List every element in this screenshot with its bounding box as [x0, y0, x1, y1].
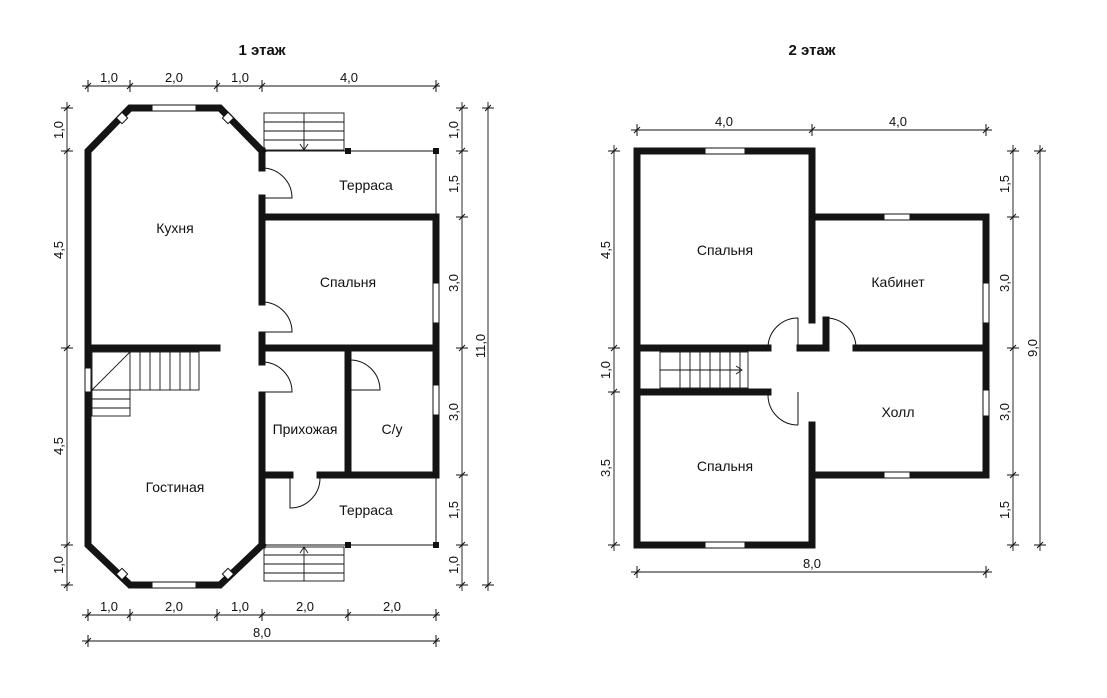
floor2-door: [767, 317, 799, 349]
dim-label: 1,0: [446, 121, 461, 139]
floor1-door: [261, 361, 293, 393]
floor2-door: [825, 317, 857, 349]
dim-label: 4,0: [715, 114, 733, 129]
dim-label: 3,0: [997, 274, 1012, 292]
dim-label: 1,5: [446, 175, 461, 193]
floor1-post: [345, 148, 351, 154]
floor2-window: [883, 213, 911, 221]
floor2-staircase: [659, 351, 749, 389]
floor2-dim-left: 4,5 1,0 3,5: [598, 145, 620, 551]
floor2-door: [767, 392, 799, 426]
dim-label: 2,0: [296, 599, 314, 614]
floor1-title: 1 этаж: [239, 42, 286, 59]
floor1-room-kitchen: Кухня: [156, 220, 193, 236]
floor1-door: [349, 359, 381, 391]
floor2-room-cabinet: Кабинет: [871, 274, 925, 290]
dim-label: 2,0: [383, 599, 401, 614]
floor1-staircase: [91, 351, 200, 417]
dim-label: 2,0: [165, 70, 183, 85]
dim-label: 4,5: [51, 241, 66, 259]
floor2-title: 2 этаж: [789, 42, 836, 59]
dim-label: 11,0: [473, 334, 488, 358]
dim-label: 1,5: [997, 501, 1012, 519]
dim-label: 3,5: [598, 459, 613, 477]
dim-label: 3,0: [997, 403, 1012, 421]
floor2-dim-top: 4,0 4,0: [631, 114, 992, 136]
floor1-room-bedroom: Спальня: [320, 274, 376, 290]
floor1-window: [432, 384, 440, 416]
floor2-window: [883, 471, 911, 479]
floor1-door: [289, 475, 321, 509]
floor2-room-bedroom-top: Спальня: [697, 242, 753, 258]
floor1-post: [345, 542, 351, 548]
floor1-room-terrace-bottom: Терраса: [339, 502, 393, 518]
floor2-window: [704, 541, 746, 549]
floor1-room-wc: С/у: [382, 421, 403, 437]
floor1-room-terrace-top: Терраса: [339, 177, 393, 193]
dim-label: 1,0: [51, 121, 66, 139]
floor2-plan: 2 этаж Спаль: [598, 42, 1046, 578]
floor1-window: [221, 111, 235, 125]
floor1-window: [115, 567, 129, 581]
dim-label: 1,5: [446, 501, 461, 519]
dim-label: 8,0: [253, 625, 271, 640]
dim-label: 8,0: [803, 556, 821, 571]
dim-label: 9,0: [1025, 339, 1040, 357]
dim-label: 2,0: [165, 599, 183, 614]
floor1-dim-right: 1,0 1,5 3,0 3,0 1,5 1,0 11,0: [446, 102, 494, 591]
floor1-post: [433, 148, 439, 154]
floor1-post: [433, 542, 439, 548]
floor1-entry-steps-bottom: [263, 546, 345, 582]
dim-label: 1,5: [997, 175, 1012, 193]
floor1-dim-top: 1,0 2,0 1,0 4,0: [82, 70, 440, 92]
floor1-window: [151, 104, 197, 112]
floor2-dim-right: 1,5 3,0 3,0 1,5 9,0: [997, 145, 1046, 551]
floor1-window: [84, 367, 92, 393]
dim-label: 4,0: [340, 70, 358, 85]
floor2-window: [982, 389, 990, 417]
floor2-window: [704, 147, 746, 155]
floor1-door: [261, 301, 293, 333]
dim-label: 3,0: [446, 274, 461, 292]
dim-label: 1,0: [100, 599, 118, 614]
floor1-door: [261, 167, 293, 199]
floor1-window: [115, 111, 129, 125]
floor1-dim-left: 1,0 4,5 4,5 1,0: [51, 102, 73, 591]
dim-label: 1,0: [100, 70, 118, 85]
floor1-window: [221, 567, 235, 581]
dim-label: 4,5: [51, 437, 66, 455]
dim-label: 1,0: [51, 556, 66, 574]
floor2-room-hall: Холл: [882, 404, 915, 420]
dim-label: 1,0: [231, 70, 249, 85]
floor1-room-living: Гостиная: [146, 479, 205, 495]
dim-label: 1,0: [598, 361, 613, 379]
floor1-plan: 1 этаж: [51, 42, 494, 647]
floor1-room-hall: Прихожая: [273, 421, 338, 437]
dim-label: 4,0: [889, 114, 907, 129]
floor1-window: [151, 581, 197, 589]
dim-label: 3,0: [446, 403, 461, 421]
dim-label: 1,0: [231, 599, 249, 614]
floor1-entry-steps-top: [263, 112, 345, 151]
dim-label: 1,0: [446, 556, 461, 574]
floor2-dim-bottom: 8,0: [631, 556, 992, 578]
floor1-dim-bottom: 1,0 2,0 1,0 2,0 2,0 8,0: [82, 599, 440, 647]
floor2-window: [982, 282, 990, 324]
floor2-room-bedroom-bottom: Спальня: [697, 458, 753, 474]
floor1-window: [432, 282, 440, 324]
dim-label: 4,5: [598, 241, 613, 259]
